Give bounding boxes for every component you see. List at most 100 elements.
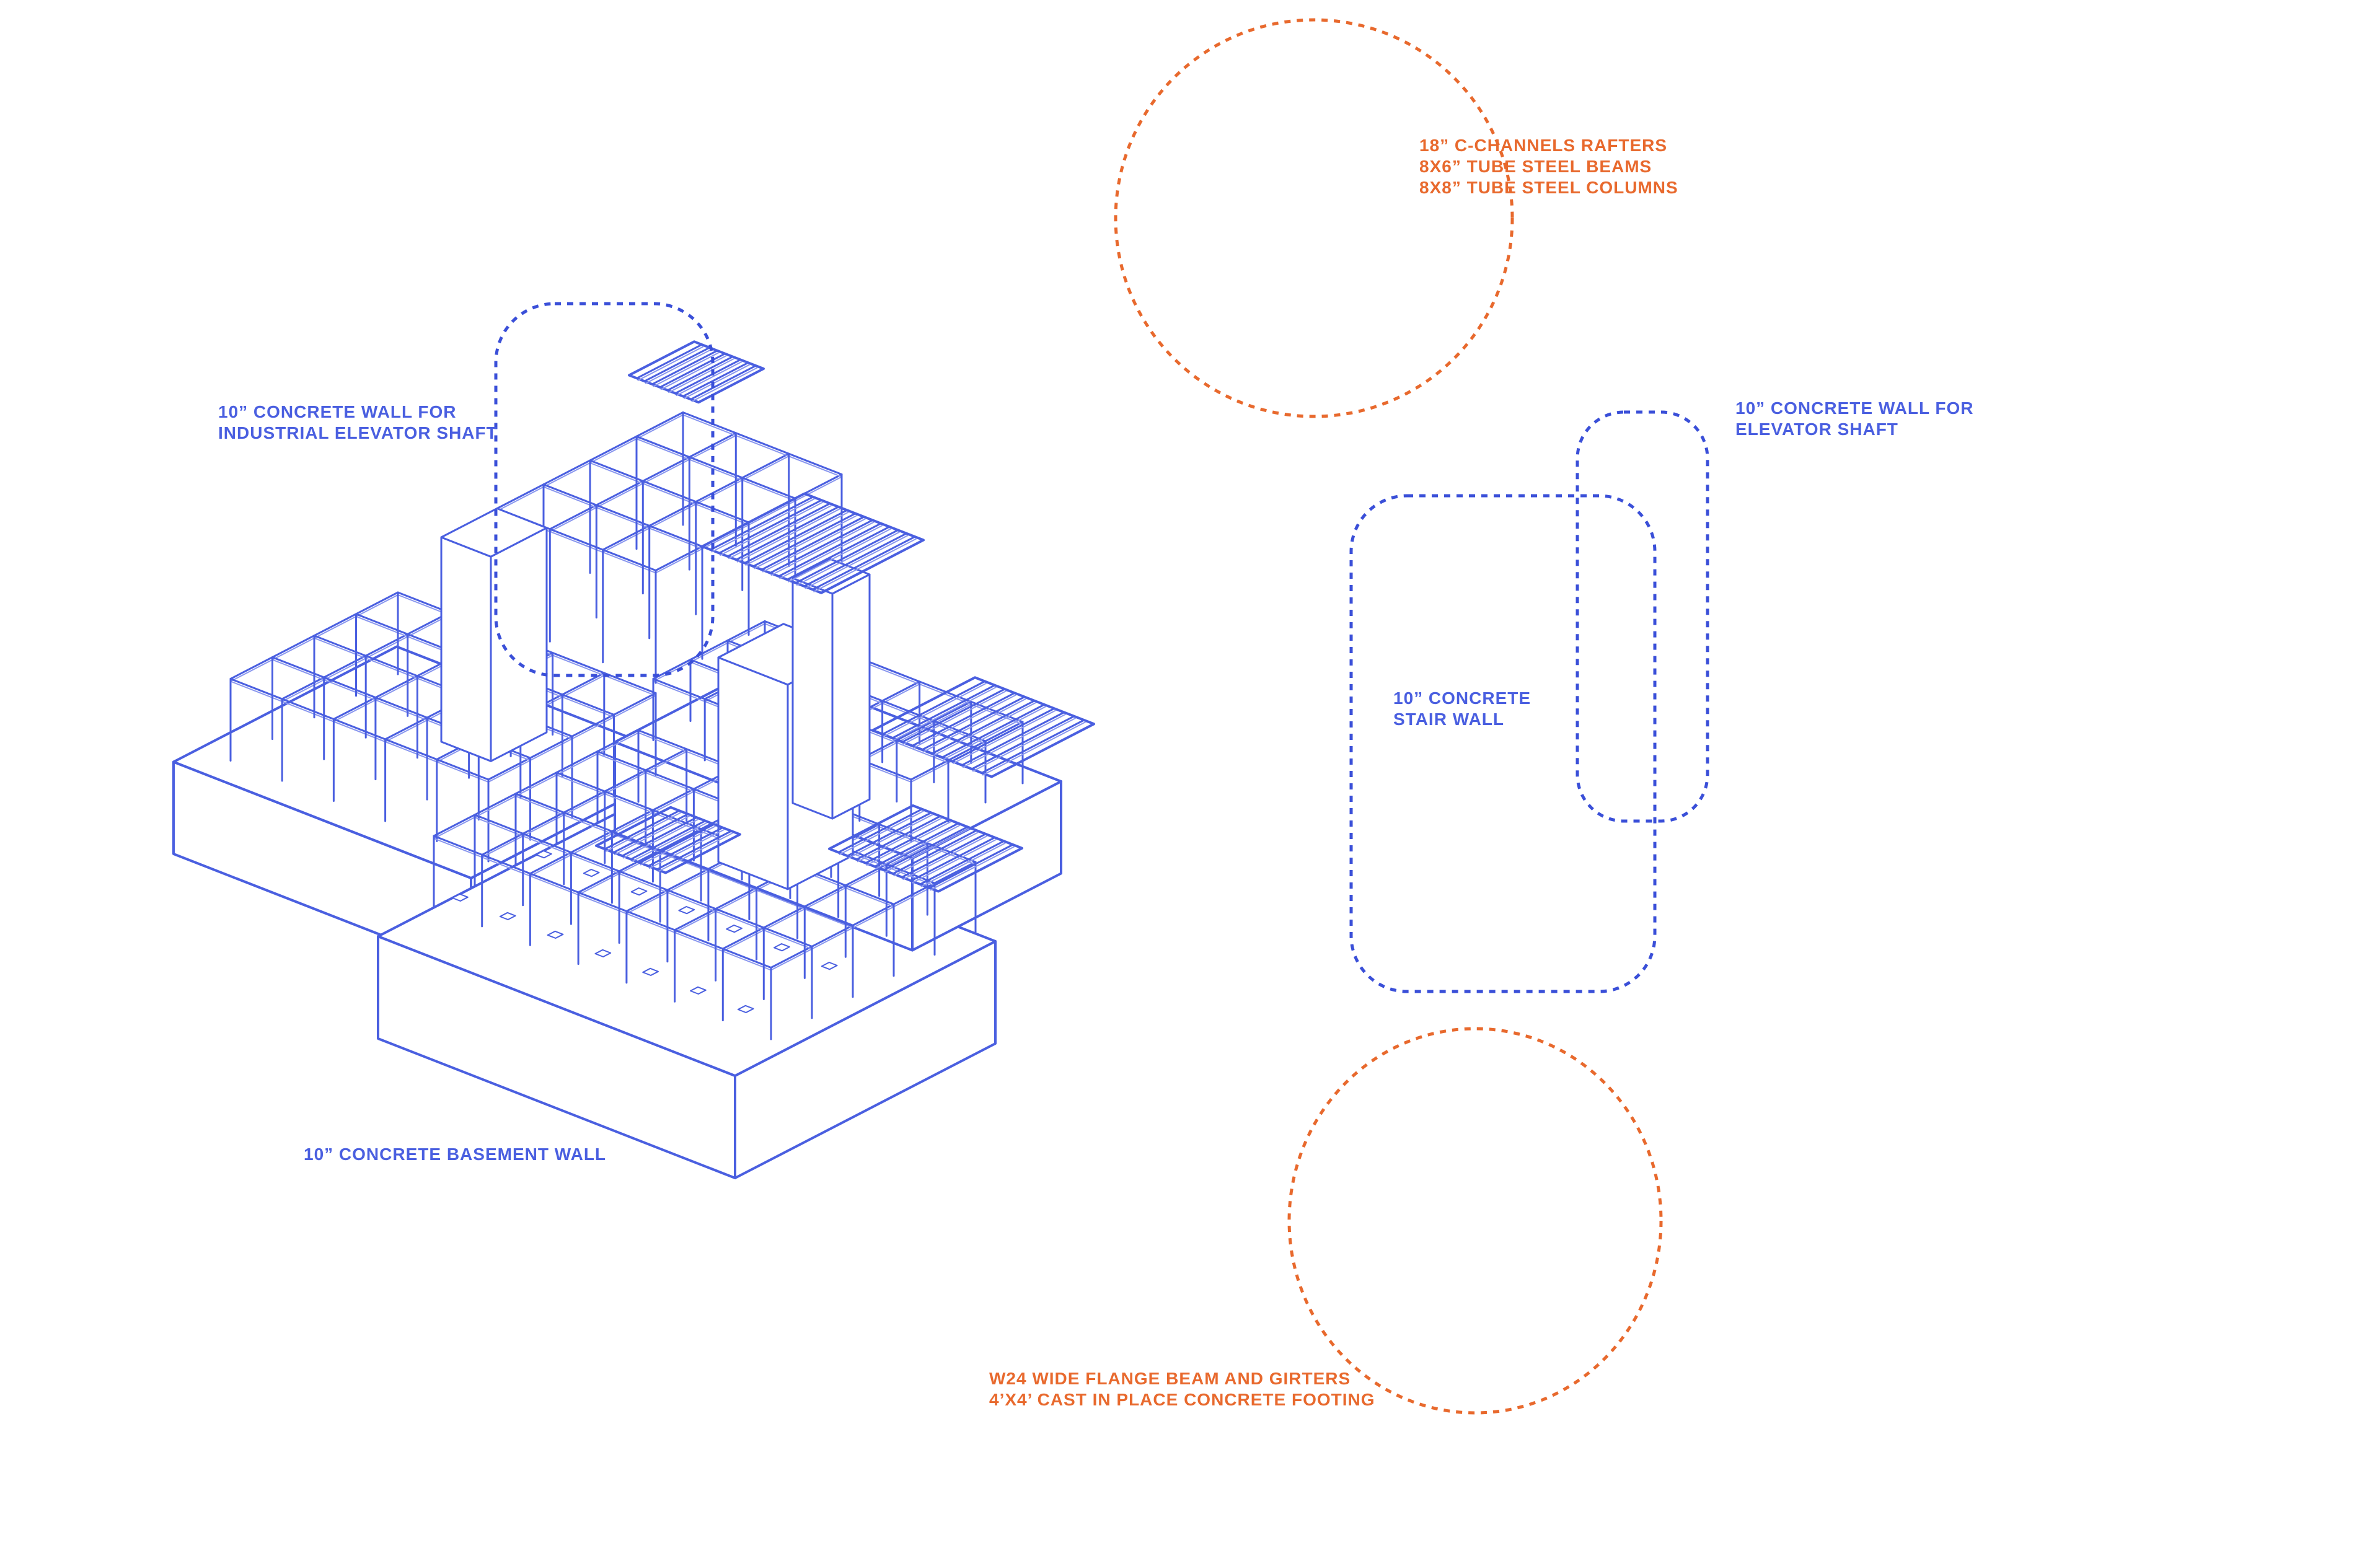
callout-rafters-circle xyxy=(1114,18,1514,418)
rafters-southeast-rafter-web xyxy=(920,842,1006,887)
rafters-center-rafter xyxy=(811,535,916,591)
rafters-east-rafter xyxy=(961,711,1065,767)
rafters-southeast-rafter xyxy=(919,840,1005,886)
rafters-center-rafter-web xyxy=(804,535,909,589)
footing xyxy=(452,893,469,902)
footing xyxy=(690,986,707,995)
rafters-center-rafter xyxy=(803,532,908,587)
footing xyxy=(642,967,659,976)
frame-upper-beam-b xyxy=(589,459,750,524)
footing xyxy=(678,906,695,915)
rafters-east-rafter-web xyxy=(902,690,1007,745)
footing-pad xyxy=(594,949,612,957)
frame-east-beam-a xyxy=(652,620,766,680)
frame-center-beam-a-low xyxy=(433,732,639,839)
rafters-southeast-rafter-web xyxy=(911,839,997,884)
industrial-elevator-shaft-face-side xyxy=(490,527,548,762)
rafters-center-rafter-web xyxy=(754,515,858,569)
footing-pad xyxy=(774,943,790,952)
rafters-southeast-rafter-web xyxy=(884,828,969,873)
rafters-east-rafter xyxy=(891,684,996,739)
rafters-east-rafter xyxy=(881,680,986,736)
footing xyxy=(583,869,600,877)
label-stair: 10” CONCRETE STAIR WALL xyxy=(1393,688,1531,730)
rafters-top-rafter xyxy=(643,346,711,382)
frame-upper xyxy=(496,411,843,684)
rafters-center-rafter xyxy=(735,506,840,561)
rafters-east-rafter-web xyxy=(962,713,1066,768)
rafters-east-rafter-web xyxy=(883,682,987,737)
frame-upper-beam-b xyxy=(682,411,843,475)
rafters-south-rafter-web xyxy=(648,829,725,869)
footing xyxy=(594,949,612,957)
footing-pad xyxy=(547,930,564,939)
rafters-south-rafter xyxy=(612,813,689,854)
rafters-southeast-rafter xyxy=(901,833,987,879)
callout-elevator xyxy=(1576,410,1709,823)
rafters-southeast-rafter xyxy=(928,843,1014,889)
rafters-center-rafter-web xyxy=(736,508,840,563)
label-industrial-elevator: 10” CONCRETE WALL FOR INDUSTRIAL ELEVATO… xyxy=(218,402,498,444)
rafters-east-rafter xyxy=(971,715,1075,770)
rafters-southeast-rafter-web xyxy=(839,811,924,855)
label-industrial-elevator-line-2: INDUSTRIAL ELEVATOR SHAFT xyxy=(218,423,498,442)
frame-center-beam-a xyxy=(433,729,640,837)
rafters-top xyxy=(628,340,765,404)
footing-pad xyxy=(499,912,516,920)
rafters-east-rafter xyxy=(931,700,1036,755)
rafters-southeast-rafter-web xyxy=(930,846,1015,891)
rafters-top-rafter-web xyxy=(637,346,704,381)
label-stair-line-2: STAIR WALL xyxy=(1393,710,1505,729)
structural-frame xyxy=(172,340,1095,1179)
rafters-center-rafter-web xyxy=(720,501,824,556)
label-elevator: 10” CONCRETE WALL FOR ELEVATOR SHAFT xyxy=(1735,398,1974,440)
footing xyxy=(821,962,838,970)
rafters-east-rafter-web xyxy=(912,694,1016,749)
rafters-south-rafter-web xyxy=(605,812,681,852)
rafters-east-rafter-web xyxy=(932,702,1036,757)
rafters-top-rafter-web xyxy=(653,352,720,387)
frame-east-beam-a xyxy=(910,721,1024,781)
frame-upper-beam-b-low xyxy=(682,414,842,478)
rafters-top-rafter xyxy=(690,364,757,400)
rafters-southeast-rafter xyxy=(837,808,923,853)
footing xyxy=(547,930,564,939)
rafters-south xyxy=(595,806,741,874)
footing xyxy=(536,850,552,859)
callout-flange-circle xyxy=(1287,1027,1663,1415)
rafters-east-rafter-web xyxy=(942,706,1046,760)
rafters-center-rafter-web xyxy=(728,505,832,560)
rafters-center-rafter-web xyxy=(762,518,866,573)
rafters-south-rafter xyxy=(638,823,715,864)
label-rafters: 18” C-CHANNELS RAFTERS 8X6” TUBE STEEL B… xyxy=(1419,135,1678,198)
rafters-east-rafter xyxy=(911,692,1016,747)
rafters-south-rafter xyxy=(647,827,724,868)
frame-upper-beam-b-low xyxy=(589,462,749,525)
rafters-southeast-rafter-web xyxy=(893,832,979,877)
frame-east-beam-a-low xyxy=(858,703,972,763)
stair-wall-face-front xyxy=(717,656,789,890)
rafters-southeast xyxy=(828,804,1023,893)
rafters-south-rafter-web xyxy=(622,819,699,859)
rafters-center-rafter xyxy=(726,503,831,558)
rafters-east-rafter-web xyxy=(982,721,1086,776)
rafters-center-rafter xyxy=(710,496,814,551)
rafters-top-rafter-web xyxy=(684,364,750,399)
rafters-southeast-rafter-web xyxy=(848,814,933,859)
rafters-south-rafter-web xyxy=(631,822,707,862)
rafters-top-rafter-web xyxy=(645,349,712,384)
footing xyxy=(499,912,516,920)
rafters-center-rafter-web xyxy=(813,538,917,592)
rafters-east-rafter xyxy=(901,688,1006,743)
elevator-shaft-face-side xyxy=(831,573,871,820)
rafters-center-rafter xyxy=(718,499,822,554)
footing-pad xyxy=(630,887,648,896)
industrial-elevator-shaft xyxy=(440,508,548,762)
label-basement-line-1: 10” CONCRETE BASEMENT WALL xyxy=(304,1145,607,1164)
rafters-top-rafter-web xyxy=(660,355,727,390)
rafters-southeast-rafter-web xyxy=(866,821,951,866)
footing-pad xyxy=(726,925,743,933)
rafters-center-rafter-web xyxy=(711,498,815,553)
